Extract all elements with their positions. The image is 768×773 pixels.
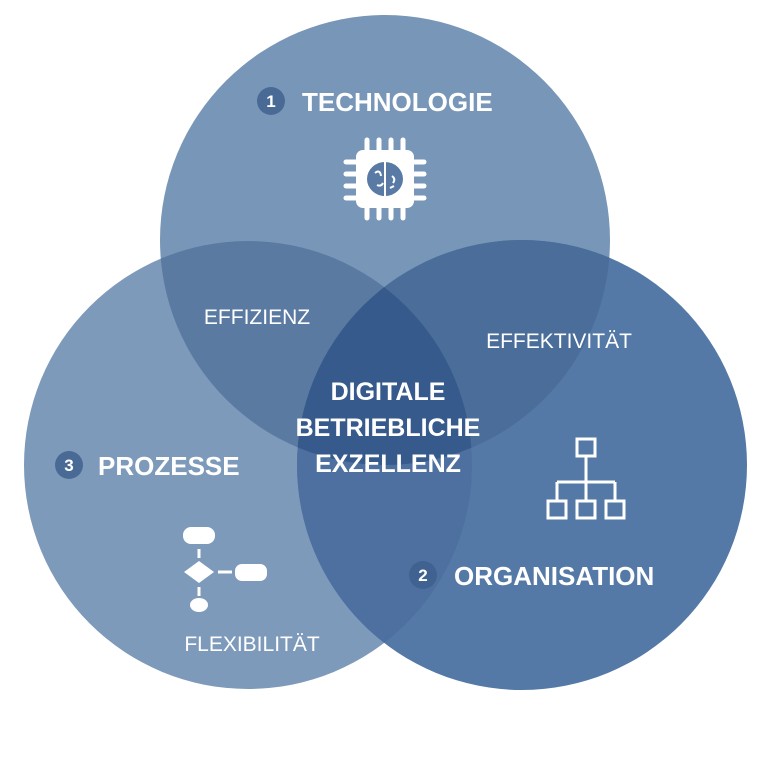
badge-3 [55, 451, 83, 479]
badge-1 [257, 87, 285, 115]
overlap-label-effectiveness: EFFEKTIVITÄT [486, 330, 632, 353]
center-line-3: EXZELLENZ [315, 450, 461, 478]
chip-brain-icon [343, 137, 427, 221]
technology-title: TECHNOLOGIE [302, 87, 493, 117]
overlap-center [297, 241, 472, 465]
overlap-label-efficiency: EFFIZIENZ [204, 306, 310, 329]
center-line-2: BETRIEBLICHE [296, 414, 481, 442]
center-line-1: DIGITALE [331, 378, 446, 406]
badge-2-number: 2 [418, 566, 427, 585]
badge-1-number: 1 [266, 92, 275, 111]
org-chart-icon [546, 437, 626, 520]
badge-2 [409, 561, 437, 589]
badge-3-number: 3 [64, 456, 73, 475]
flowchart-icon [183, 527, 267, 612]
processes-title: PROZESSE [98, 451, 240, 481]
overlap-label-flexibility: FLEXIBILITÄT [184, 633, 320, 656]
organisation-title: ORGANISATION [454, 561, 654, 591]
